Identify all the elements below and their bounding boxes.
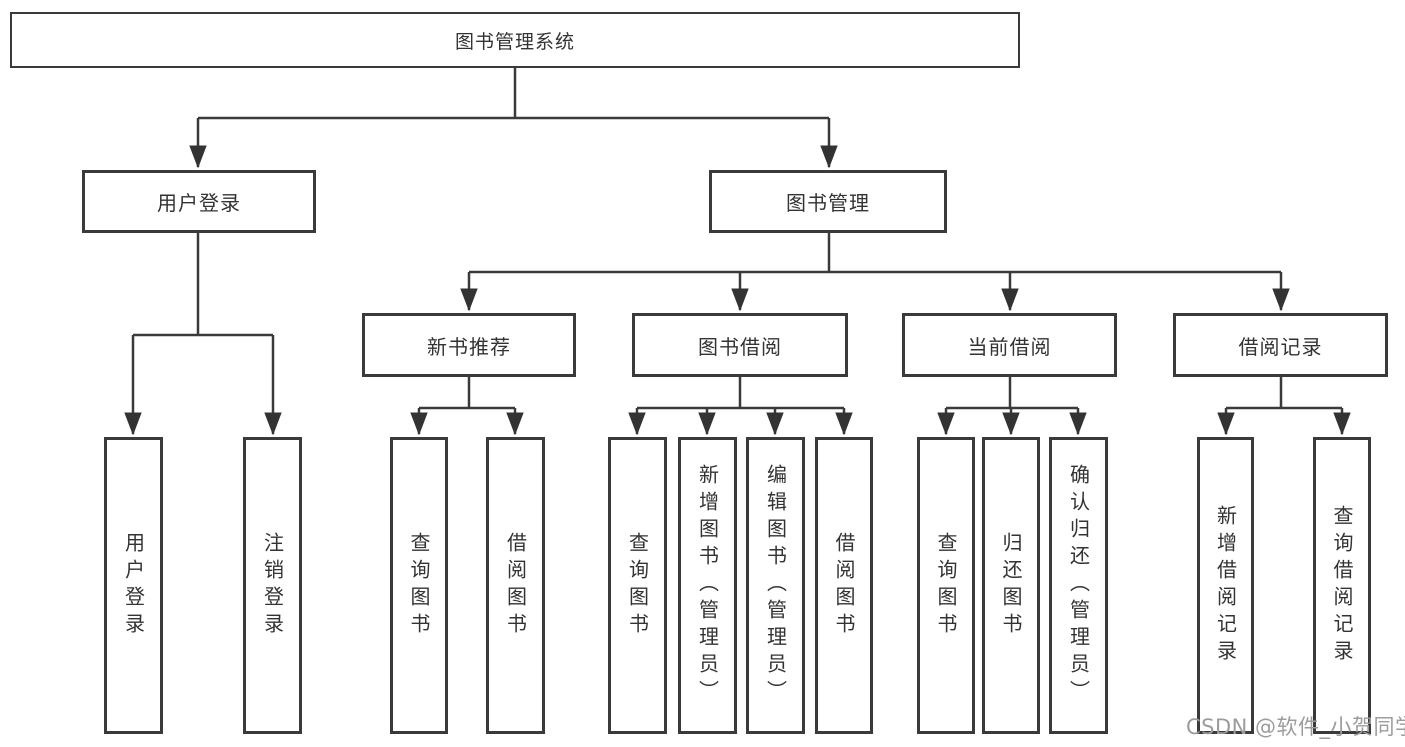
leaf-borrow-books-2: 借阅图书 — [815, 437, 873, 734]
leaf-add-borrow-record-label: 新增借阅记录 — [1213, 504, 1238, 667]
leaf-query-books-2-label: 查询图书 — [625, 531, 650, 640]
leaf-add-books-admin-label: 新增图书（管理员） — [695, 464, 720, 707]
node-root: 图书管理系统 — [10, 12, 1020, 68]
leaf-edit-books-admin-label: 编辑图书（管理员） — [763, 464, 788, 707]
connector-user-login-trunk — [133, 233, 273, 337]
leaf-query-books-3-label: 查询图书 — [934, 531, 958, 640]
leaf-borrow-books-1-label: 借阅图书 — [503, 531, 528, 640]
node-book-management: 图书管理 — [709, 170, 947, 233]
node-current-borrow: 当前借阅 — [902, 313, 1117, 377]
leaf-query-borrow-record: 查询借阅记录 — [1313, 437, 1371, 734]
connector-new-book-trunk — [419, 377, 515, 410]
node-new-book-recommend: 新书推荐 — [362, 313, 576, 377]
node-borrow-records: 借阅记录 — [1173, 313, 1388, 377]
connector-borrow-records-trunk — [1226, 377, 1342, 410]
node-book-borrow: 图书借阅 — [632, 313, 848, 377]
node-user-login: 用户登录 — [82, 170, 316, 233]
leaf-add-borrow-record: 新增借阅记录 — [1197, 437, 1254, 734]
connector-book-borrow-trunk — [637, 377, 844, 410]
leaf-edit-books-admin: 编辑图书（管理员） — [746, 437, 805, 734]
leaf-borrow-books-1: 借阅图书 — [486, 437, 545, 734]
leaf-query-borrow-record-label: 查询借阅记录 — [1330, 504, 1354, 667]
leaf-query-books-1-label: 查询图书 — [407, 531, 431, 640]
leaf-query-books-1: 查询图书 — [390, 437, 448, 734]
watermark: CSDN @软件_小贺同学 — [1186, 715, 1405, 739]
connector-current-borrow-trunk — [946, 377, 1078, 410]
leaf-confirm-return-admin: 确认归还（管理员） — [1049, 437, 1108, 734]
leaf-user-login-label: 用户登录 — [121, 531, 146, 640]
leaf-borrow-books-2-label: 借阅图书 — [832, 531, 856, 640]
leaf-confirm-return-admin-label: 确认归还（管理员） — [1066, 464, 1091, 707]
leaf-add-books-admin: 新增图书（管理员） — [678, 437, 737, 734]
leaf-logout-label: 注销登录 — [260, 531, 285, 640]
connector-book-management-trunk — [469, 233, 1281, 274]
leaf-return-books: 归还图书 — [982, 437, 1040, 734]
leaf-logout: 注销登录 — [243, 437, 302, 734]
leaf-query-books-2: 查询图书 — [608, 437, 667, 734]
leaf-return-books-label: 归还图书 — [999, 531, 1023, 640]
leaf-user-login: 用户登录 — [104, 437, 163, 734]
connector-root-trunk — [198, 68, 829, 120]
leaf-query-books-3: 查询图书 — [917, 437, 975, 734]
